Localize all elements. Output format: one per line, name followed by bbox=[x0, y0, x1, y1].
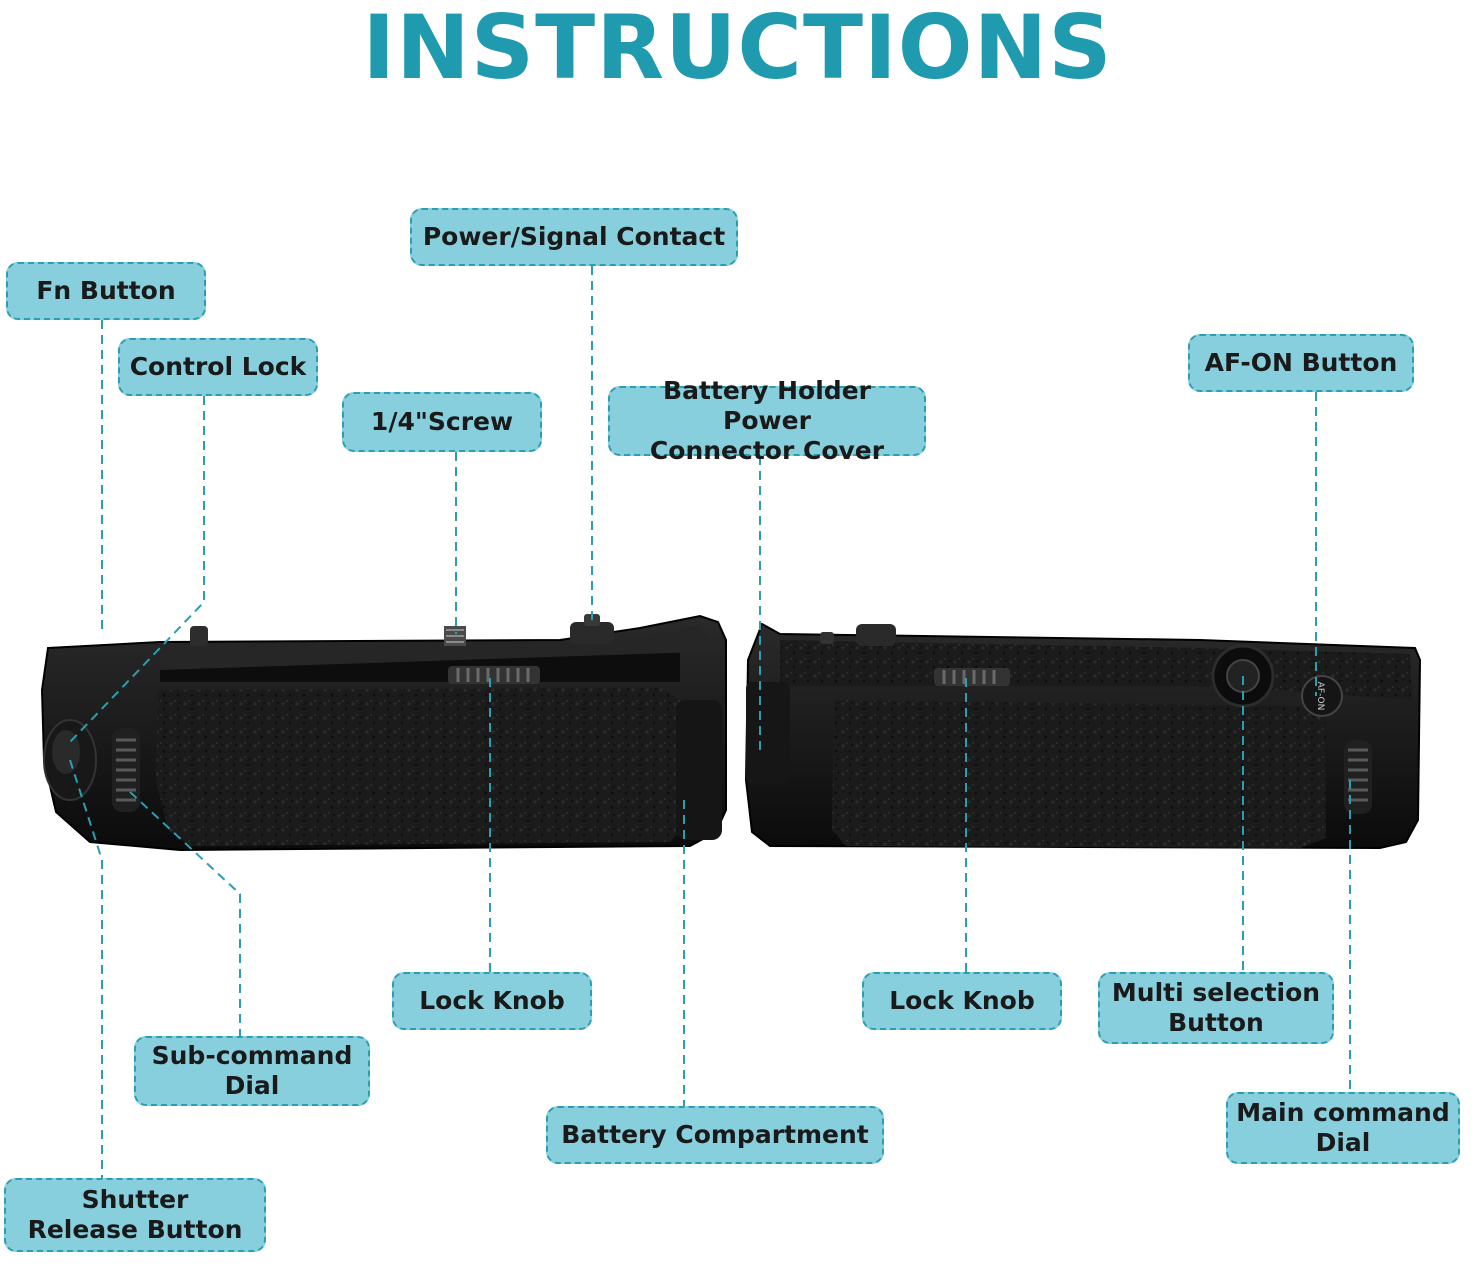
label-quarter-screw: 1/4"Screw bbox=[342, 392, 542, 452]
label-fn-button: Fn Button bbox=[6, 262, 206, 320]
label-main-command-dial: Main command Dial bbox=[1226, 1092, 1460, 1164]
label-af-on-button: AF-ON Button bbox=[1188, 334, 1414, 392]
tripod-screw-icon bbox=[444, 626, 466, 646]
leader-sub-command-dial bbox=[129, 791, 241, 1036]
label-battery-compartment: Battery Compartment bbox=[546, 1106, 884, 1164]
label-multi-selection-button: Multi selection Button bbox=[1098, 972, 1334, 1044]
sub-command-dial-icon bbox=[112, 728, 140, 812]
page-title: INSTRUCTIONS bbox=[362, 0, 1113, 99]
power-connector-cover-icon bbox=[820, 624, 896, 646]
lock-knob-left-icon bbox=[448, 666, 540, 684]
label-shutter-release-button: Shutter Release Button bbox=[4, 1178, 266, 1252]
left-grip-view bbox=[40, 614, 727, 852]
right-grip-view: AF-ON bbox=[744, 622, 1422, 850]
leader-shutter-release bbox=[69, 759, 103, 1178]
label-control-lock: Control Lock bbox=[118, 338, 318, 396]
leader-control-lock bbox=[69, 396, 205, 743]
af-on-button-icon: AF-ON bbox=[1301, 675, 1343, 717]
label-sub-command-dial: Sub-command Dial bbox=[134, 1036, 370, 1106]
fn-button-icon bbox=[190, 626, 208, 646]
label-power-signal-contact: Power/Signal Contact bbox=[410, 208, 738, 266]
af-on-marking: AF-ON bbox=[1315, 682, 1325, 711]
lock-knob-right-icon bbox=[934, 668, 1010, 686]
label-lock-knob-right: Lock Knob bbox=[862, 972, 1062, 1030]
label-battery-holder-power-connector-cover: Battery Holder Power Connector Cover bbox=[608, 376, 926, 465]
label-lock-knob-left: Lock Knob bbox=[392, 972, 592, 1030]
